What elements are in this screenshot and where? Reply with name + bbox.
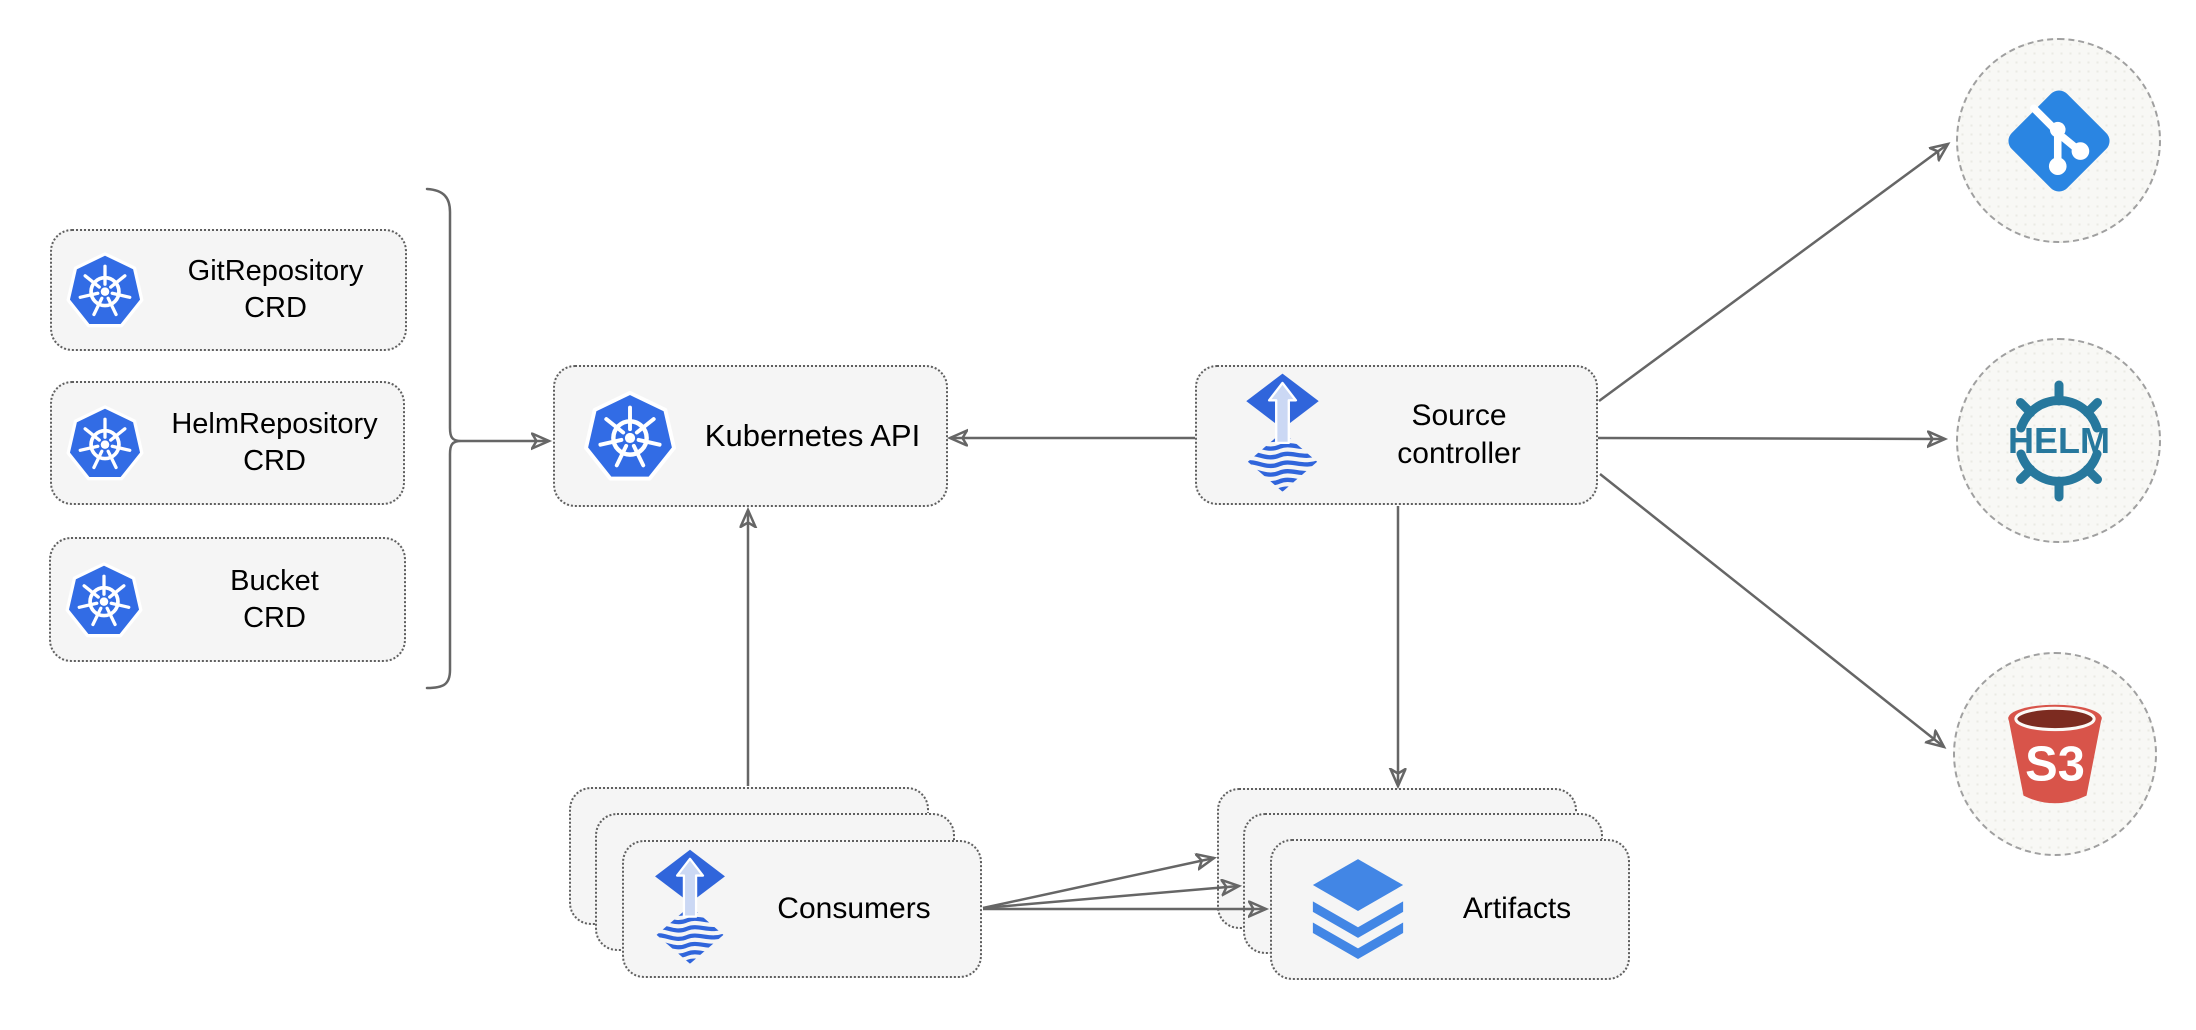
crd-type: CRD xyxy=(243,445,306,477)
s3-bucket-icon: S3 xyxy=(2008,704,2102,804)
node-consumers[interactable]: Consumers xyxy=(622,840,982,978)
connector-source-controller-to-git xyxy=(1598,144,1948,403)
node-source-controller[interactable]: Source controller xyxy=(1195,365,1598,505)
node-label: Bucket CRD xyxy=(145,563,404,637)
endpoint-helm[interactable]: HELM xyxy=(1956,338,2161,543)
node-bucket-crd[interactable]: Bucket CRD xyxy=(49,537,406,662)
connector-consumers-to-artifacts-2 xyxy=(982,886,1239,910)
flux-icon xyxy=(1243,372,1322,498)
crd-type: CRD xyxy=(244,292,307,324)
node-kubernetes-api[interactable]: Kubernetes API xyxy=(553,365,948,507)
helm-icon: HELM xyxy=(2008,380,2110,501)
connector-source-controller-to-helm xyxy=(1597,438,1945,439)
node-helmrepository-crd[interactable]: HelmRepository CRD xyxy=(50,381,405,505)
kubernetes-icon xyxy=(64,249,146,331)
node-artifacts[interactable]: Artifacts xyxy=(1270,839,1630,980)
endpoint-git[interactable] xyxy=(1956,38,2161,243)
node-label: Artifacts xyxy=(1462,892,1572,926)
helm-label: HELM xyxy=(2008,420,2110,461)
node-gitrepository-crd[interactable]: GitRepository CRD xyxy=(50,229,407,351)
source-controller-line1: Source xyxy=(1411,398,1507,432)
crd-group-bracket xyxy=(425,187,462,690)
node-label: GitRepository CRD xyxy=(146,253,405,327)
node-label: HelmRepository CRD xyxy=(146,406,403,480)
kubernetes-icon xyxy=(63,559,145,641)
connector-consumers-to-artifacts-1 xyxy=(982,858,1214,910)
source-controller-line2: controller xyxy=(1397,437,1521,470)
layers-icon xyxy=(1310,856,1406,964)
kubernetes-icon xyxy=(64,402,146,484)
crd-name: Bucket xyxy=(230,564,319,597)
node-label: Source controller xyxy=(1322,397,1596,473)
crd-type: CRD xyxy=(243,601,306,634)
endpoint-s3[interactable]: S3 xyxy=(1953,652,2157,856)
crd-name: GitRepository xyxy=(187,255,364,288)
s3-label: S3 xyxy=(2025,737,2085,791)
flux-icon xyxy=(652,848,728,970)
node-label: Consumers xyxy=(777,891,931,925)
git-icon xyxy=(2007,89,2110,192)
kubernetes-icon xyxy=(581,387,679,485)
crd-name: HelmRepository xyxy=(171,408,378,441)
node-label: Kubernetes API xyxy=(704,418,921,454)
connector-source-controller-to-s3 xyxy=(1599,473,1944,747)
